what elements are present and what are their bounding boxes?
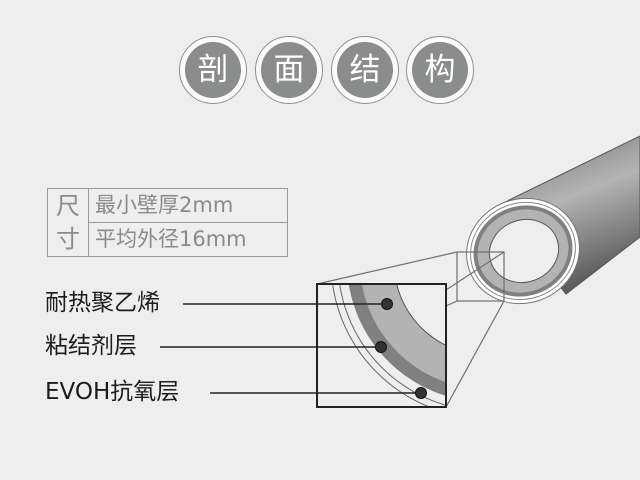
spec-header-char-2: 寸 bbox=[56, 225, 80, 254]
zoom-source-box bbox=[456, 251, 505, 302]
title-tabs: 剖 面 结 构 bbox=[0, 36, 640, 106]
spec-row-outer-diameter: 平均外径16mm bbox=[89, 222, 287, 256]
spec-table-rows: 最小壁厚2mm 平均外径16mm bbox=[89, 189, 287, 256]
projection-lines bbox=[316, 251, 505, 408]
spec-row-wall-thickness: 最小壁厚2mm bbox=[95, 193, 234, 217]
title-char-1: 剖 bbox=[179, 36, 247, 104]
title-char-3-text: 结 bbox=[337, 42, 393, 98]
pipe-icon bbox=[466, 135, 640, 305]
title-char-3: 结 bbox=[331, 36, 399, 104]
spec-table-header: 尺 寸 bbox=[48, 189, 89, 256]
layer-label-heat-resistant-pe: 耐热聚乙烯 bbox=[45, 290, 160, 316]
layer-label-adhesive: 粘结剂层 bbox=[45, 333, 137, 359]
title-char-2: 面 bbox=[255, 36, 323, 104]
spec-table: 尺 寸 最小壁厚2mm 平均外径16mm bbox=[47, 188, 288, 257]
zoom-detail-box bbox=[316, 283, 447, 408]
title-char-4-text: 构 bbox=[412, 42, 468, 98]
marker-dot-evoh bbox=[415, 387, 427, 399]
layer-label-evoh-oxygen-barrier: EVOH抗氧层 bbox=[45, 379, 180, 405]
leader-lines bbox=[160, 303, 421, 394]
title-char-1-text: 剖 bbox=[185, 42, 241, 98]
title-char-4: 构 bbox=[406, 36, 474, 104]
layer-markers bbox=[375, 298, 427, 399]
title-char-2-text: 面 bbox=[261, 42, 317, 98]
marker-dot-heat-pe bbox=[381, 298, 393, 310]
marker-dot-adhesive bbox=[375, 341, 387, 353]
spec-header-char-1: 尺 bbox=[56, 191, 80, 220]
